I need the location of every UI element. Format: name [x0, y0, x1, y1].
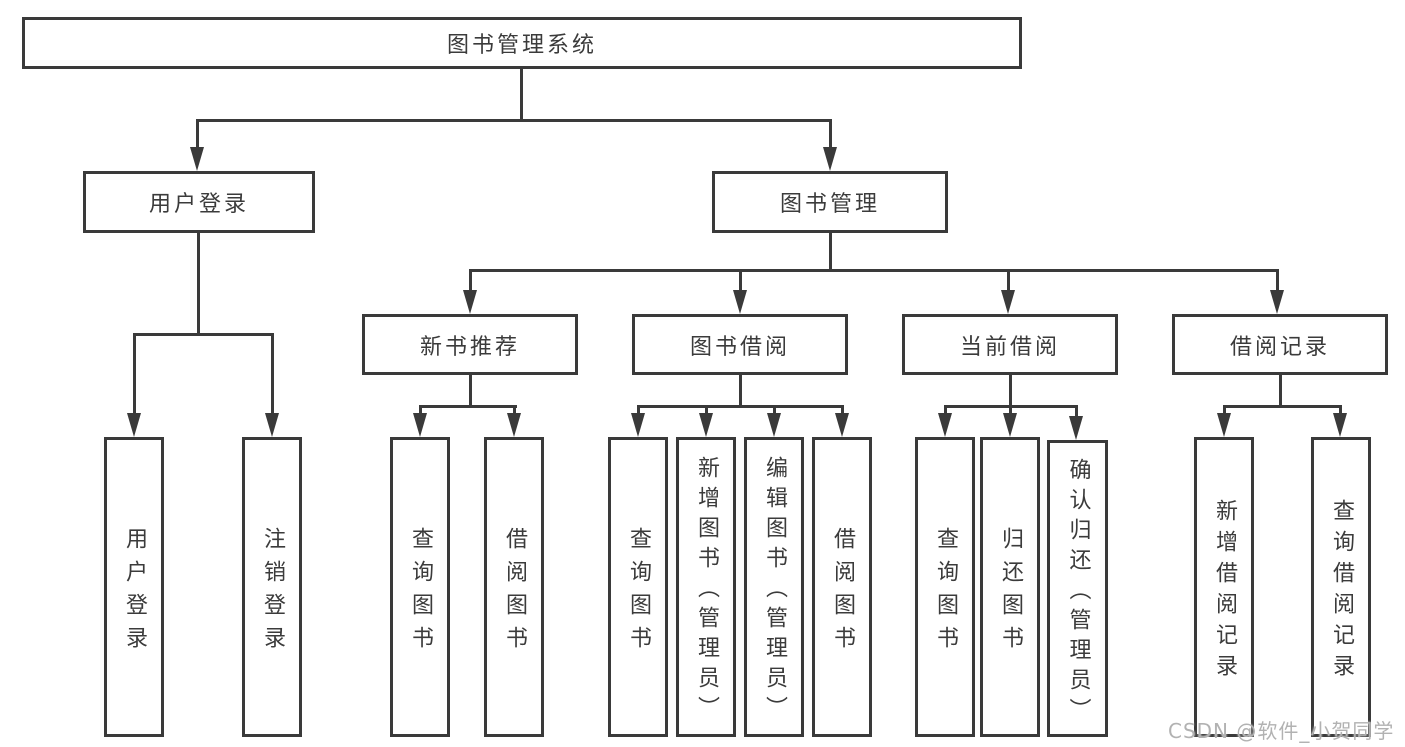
leaf-logout-label: 注销登录	[260, 526, 285, 659]
arrow-down-icon	[265, 413, 279, 437]
arrow-down-icon	[413, 413, 427, 437]
leaf-borrow-add-admin: 新增图书（管理员）	[676, 437, 736, 737]
node-section-new-books: 新书推荐	[362, 314, 578, 375]
connector-line	[1007, 269, 1010, 292]
leaf-newbooks-borrow: 借阅图书	[484, 437, 544, 737]
connector-line	[829, 233, 832, 272]
arrow-down-icon	[835, 413, 849, 437]
leaf-current-confirm-admin-label: 确认归还（管理员）	[1065, 457, 1091, 728]
connector-line	[197, 233, 200, 335]
leaf-borrow-borrow-label: 借阅图书	[830, 526, 855, 659]
connector-line	[1339, 405, 1342, 417]
arrow-down-icon	[1003, 413, 1017, 437]
leaf-newbooks-query-label: 查询图书	[408, 526, 433, 659]
node-section-current-borrow: 当前借阅	[902, 314, 1118, 375]
node-book-mgmt-label: 图书管理	[779, 192, 880, 217]
leaf-newbooks-query: 查询图书	[390, 437, 450, 737]
node-book-mgmt: 图书管理	[712, 171, 948, 233]
leaf-current-query: 查询图书	[915, 437, 975, 737]
node-root-label: 图书管理系统	[446, 33, 597, 58]
leaf-current-return: 归还图书	[980, 437, 1040, 737]
leaf-logout: 注销登录	[242, 437, 302, 737]
node-section-book-borrow: 图书借阅	[632, 314, 848, 375]
arrow-down-icon	[733, 290, 747, 314]
node-section-new-books-label: 新书推荐	[419, 334, 520, 360]
leaf-newbooks-borrow-label: 借阅图书	[502, 526, 527, 659]
connector-line	[1075, 405, 1078, 417]
node-section-book-borrow-label: 图书借阅	[689, 334, 790, 360]
connector-line	[469, 269, 472, 292]
connector-line	[196, 119, 832, 122]
connector-line	[944, 405, 947, 417]
connector-line	[705, 405, 708, 417]
connector-line	[637, 405, 640, 417]
connector-line	[469, 375, 472, 407]
connector-line	[419, 405, 422, 417]
node-section-current-borrow-label: 当前借阅	[959, 334, 1060, 360]
connector-line	[739, 375, 742, 407]
leaf-records-query-label: 查询借阅记录	[1329, 498, 1354, 685]
leaf-borrow-add-admin-label: 新增图书（管理员）	[694, 456, 719, 726]
arrow-down-icon	[463, 290, 477, 314]
leaf-user-login-label: 用户登录	[122, 526, 147, 659]
arrow-down-icon	[1333, 413, 1347, 437]
arrow-down-icon	[1069, 416, 1083, 440]
leaf-records-add: 新增借阅记录	[1194, 437, 1254, 737]
connector-line	[1279, 375, 1282, 407]
arrow-down-icon	[1001, 290, 1015, 314]
leaf-user-login: 用户登录	[104, 437, 164, 737]
arrow-down-icon	[1270, 290, 1284, 314]
connector-line	[841, 405, 844, 417]
csdn-watermark: CSDN @软件_小贺同学	[1168, 719, 1395, 743]
leaf-records-add-label: 新增借阅记录	[1212, 498, 1237, 685]
arrow-down-icon	[631, 413, 645, 437]
arrow-down-icon	[699, 413, 713, 437]
leaf-borrow-query-label: 查询图书	[626, 526, 651, 659]
leaf-current-query-label: 查询图书	[933, 526, 958, 659]
node-section-borrow-records-label: 借阅记录	[1229, 334, 1330, 360]
arrow-down-icon	[767, 413, 781, 437]
arrow-down-icon	[938, 413, 952, 437]
arrow-down-icon	[823, 147, 837, 171]
connector-line	[469, 269, 1279, 272]
connector-line	[773, 405, 776, 417]
leaf-borrow-query: 查询图书	[608, 437, 668, 737]
leaf-borrow-edit-admin-label: 编辑图书（管理员）	[762, 456, 787, 726]
connector-line	[637, 405, 844, 408]
connector-line	[829, 119, 832, 151]
leaf-records-query: 查询借阅记录	[1311, 437, 1371, 737]
connector-line	[520, 69, 523, 122]
node-root: 图书管理系统	[22, 17, 1022, 69]
node-section-borrow-records: 借阅记录	[1172, 314, 1388, 375]
leaf-borrow-borrow: 借阅图书	[812, 437, 872, 737]
connector-line	[133, 333, 274, 336]
leaf-current-confirm-admin: 确认归还（管理员）	[1047, 440, 1108, 737]
arrow-down-icon	[127, 413, 141, 437]
node-user-login-label: 用户登录	[148, 192, 249, 217]
connector-line	[419, 405, 517, 408]
leaf-current-return-label: 归还图书	[998, 526, 1023, 659]
connector-line	[513, 405, 516, 417]
arrow-down-icon	[1217, 413, 1231, 437]
connector-line	[133, 333, 136, 415]
connector-line	[271, 333, 274, 415]
connector-line	[1223, 405, 1342, 408]
arrow-down-icon	[507, 413, 521, 437]
connector-line	[1009, 375, 1012, 407]
connector-line	[196, 119, 199, 151]
connector-line	[1276, 269, 1279, 292]
arrow-down-icon	[190, 147, 204, 171]
node-user-login: 用户登录	[83, 171, 315, 233]
connector-line	[739, 269, 742, 292]
connector-line	[1223, 405, 1226, 417]
leaf-borrow-edit-admin: 编辑图书（管理员）	[744, 437, 804, 737]
connector-line	[1009, 405, 1012, 417]
